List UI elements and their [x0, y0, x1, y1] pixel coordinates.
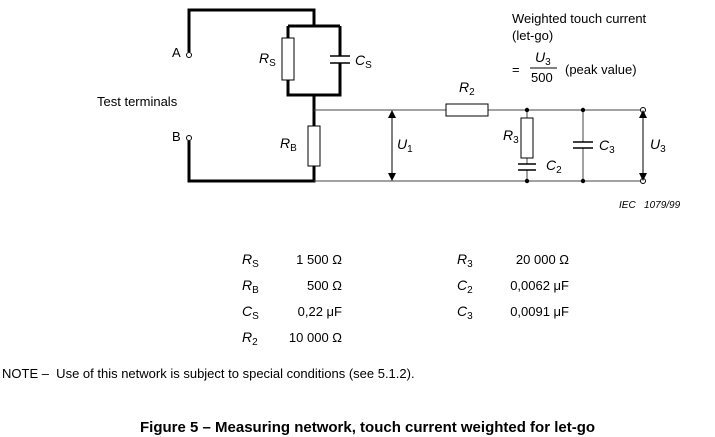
label-c3: C3: [599, 137, 615, 156]
junction-dot: [580, 178, 586, 184]
label-cs: CS: [355, 52, 372, 71]
terminal-a-circle: [186, 52, 192, 58]
table-symbol: C3: [457, 303, 473, 322]
junction-dot: [524, 178, 530, 184]
terminal-b-label: B: [172, 129, 181, 144]
junction-dot: [524, 107, 530, 113]
figure-caption: Figure 5 – Measuring network, touch curr…: [140, 419, 595, 436]
output-terminal-top: [640, 107, 646, 113]
terminal-a-label: A: [172, 45, 181, 60]
capacitor-cs: [328, 55, 352, 64]
capacitor-c2: [518, 163, 536, 171]
label-rs: RS: [259, 50, 276, 69]
thick-wire-loop: [187, 8, 342, 183]
formula-note: (peak value): [565, 62, 637, 77]
output-terminal-bottom: [640, 178, 646, 184]
resistor-r2: [445, 103, 489, 117]
table-value: 0,22 μF: [298, 304, 342, 319]
capacitor-c3: [573, 141, 593, 149]
label-u1: U1: [397, 136, 413, 155]
weighted-title-line1: Weighted touch current: [512, 11, 647, 26]
table-symbol: CS: [242, 303, 259, 322]
table-value: 10 000 Ω: [289, 330, 342, 345]
table-value: 500 Ω: [307, 278, 342, 293]
test-terminals-label: Test terminals: [97, 94, 178, 109]
weighted-title-line2: (let-go): [512, 28, 553, 43]
resistor-r3: [520, 117, 534, 159]
formula-equals: =: [512, 62, 520, 77]
label-r2: R2: [459, 79, 475, 98]
table-value: 0,0062 μF: [510, 278, 569, 293]
resistor-rb: [307, 125, 321, 167]
table-symbol: R2: [242, 329, 258, 348]
label-rb: RB: [280, 135, 297, 154]
resistor-rs: [281, 37, 295, 81]
table-value: 20 000 Ω: [516, 252, 569, 267]
table-value: 0,0091 μF: [510, 304, 569, 319]
values-table-left: RS 1 500 Ω RB 500 Ω CS 0,22 μF R2 10 000…: [242, 251, 342, 348]
label-c2: C2: [546, 157, 562, 176]
thin-wire-network: [314, 109, 643, 182]
iec-reference: IEC 1079/99: [619, 200, 681, 211]
junction-dot: [580, 107, 586, 113]
table-symbol: RB: [242, 277, 259, 296]
note-text: NOTE – Use of this network is subject to…: [2, 366, 415, 381]
table-symbol: RS: [242, 251, 259, 270]
formula-denominator: 500: [531, 70, 553, 85]
table-symbol: C2: [457, 277, 473, 296]
table-value: 1 500 Ω: [296, 252, 342, 267]
values-table-right: R3 20 000 Ω C2 0,0062 μF C3 0,0091 μF: [457, 251, 569, 322]
label-u3: U3: [650, 136, 666, 155]
table-symbol: R3: [457, 251, 473, 270]
label-r3: R3: [503, 127, 519, 146]
formula-numerator: U3: [535, 49, 551, 68]
terminal-b-circle: [186, 135, 192, 141]
